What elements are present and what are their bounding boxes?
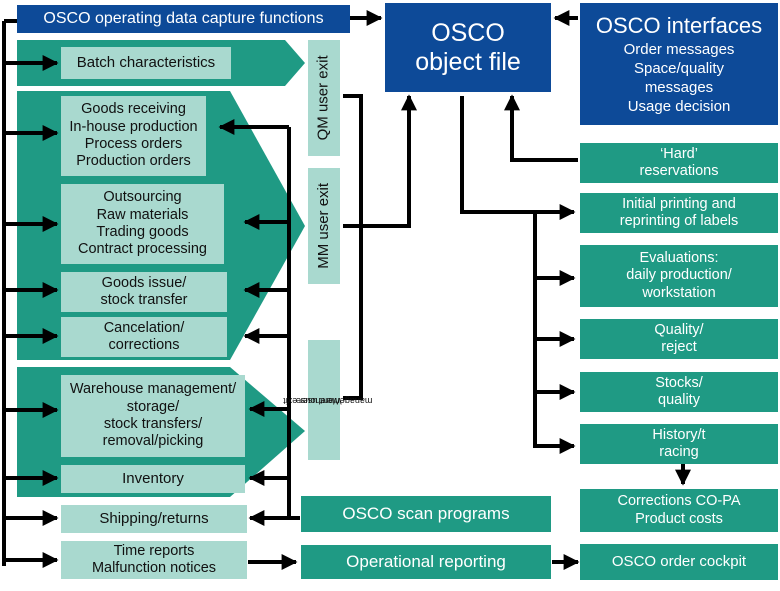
evaluations-box: Evaluations: daily production/ workstati… bbox=[580, 245, 778, 307]
warehouse-management-box: Warehouse management/ storage/ stock tra… bbox=[61, 375, 245, 457]
capture-functions-header: OSCO operating data capture functions bbox=[17, 5, 350, 33]
stocks-quality-box: Stocks/ quality bbox=[580, 372, 778, 412]
operational-reporting-box: Operational reporting bbox=[301, 545, 551, 579]
interfaces-box: OSCO interfaces Order messages Space/qua… bbox=[580, 3, 778, 125]
goods-receiving-box: Goods receiving In-house production Proc… bbox=[61, 96, 206, 176]
outsourcing-box: Outsourcing Raw materials Trading goods … bbox=[61, 184, 224, 264]
inventory-box: Inventory bbox=[61, 465, 245, 493]
quality-reject-box: Quality/ reject bbox=[580, 319, 778, 359]
order-cockpit-box: OSCO order cockpit bbox=[580, 544, 778, 580]
batch-characteristics-box: Batch characteristics bbox=[61, 47, 231, 79]
shipping-returns-box: Shipping/returns bbox=[61, 505, 247, 533]
qm-user-exit: QM user exit bbox=[308, 40, 340, 156]
scan-programs-box: OSCO scan programs bbox=[301, 496, 551, 532]
hard-reservations-box: ‘Hard’ reservations bbox=[580, 143, 778, 183]
warehouse-user-exit: Warehouse management user exit bbox=[284, 340, 373, 460]
corrections-copa-box: Corrections CO-PA Product costs bbox=[580, 489, 778, 532]
history-tracing-box: History/t racing bbox=[580, 424, 778, 464]
object-file-box: OSCO object file bbox=[385, 3, 551, 92]
mm-user-exit: MM user exit bbox=[308, 168, 340, 284]
time-reports-box: Time reports Malfunction notices bbox=[61, 541, 247, 579]
cancelation-box: Cancelation/ corrections bbox=[61, 317, 227, 357]
labels-box: Initial printing and reprinting of label… bbox=[580, 193, 778, 233]
goods-issue-box: Goods issue/ stock transfer bbox=[61, 272, 227, 312]
